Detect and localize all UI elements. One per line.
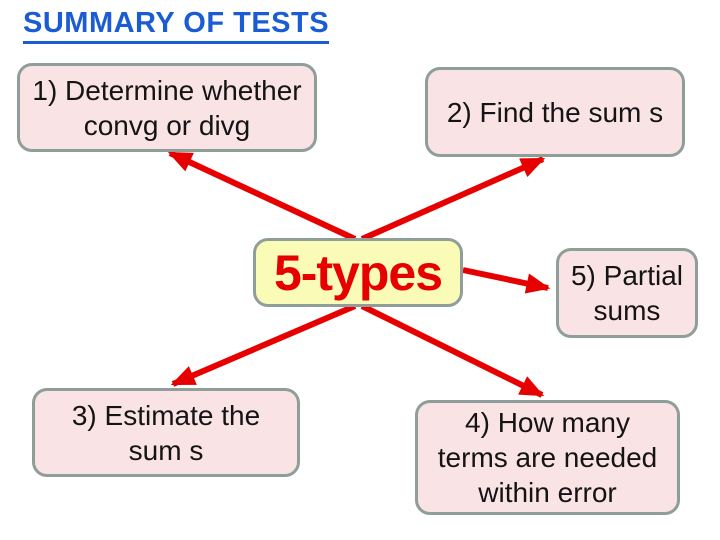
node-estimate-sum: 3) Estimate the sum s bbox=[32, 388, 300, 477]
node-partial-sums: 5) Partial sums bbox=[556, 248, 698, 338]
node-determine-convg-divg-label: 1) Determine whether convg or divg bbox=[32, 74, 302, 141]
node-center-5-types: 5-types bbox=[253, 238, 463, 307]
node-partial-sums-label: 5) Partial sums bbox=[570, 260, 684, 326]
node-determine-convg-divg: 1) Determine whether convg or divg bbox=[17, 63, 317, 152]
arrow-center-to-node-5 bbox=[462, 267, 551, 294]
slide-title: SUMMARY OF TESTS bbox=[23, 7, 330, 44]
node-find-sum: 2) Find the sum s bbox=[425, 67, 685, 157]
node-terms-needed: 4) How many terms are needed within erro… bbox=[415, 400, 680, 515]
node-center-5-types-label: 5-types bbox=[273, 244, 443, 301]
arrow-center-to-node-4 bbox=[360, 303, 545, 398]
node-terms-needed-label: 4) How many terms are needed within erro… bbox=[437, 407, 658, 508]
node-find-sum-label: 2) Find the sum s bbox=[446, 96, 664, 128]
arrow-center-to-node-2 bbox=[360, 156, 546, 242]
arrow-center-to-node-3 bbox=[170, 303, 357, 387]
node-estimate-sum-label: 3) Estimate the sum s bbox=[71, 399, 261, 466]
arrow-center-to-node-1 bbox=[167, 150, 357, 242]
